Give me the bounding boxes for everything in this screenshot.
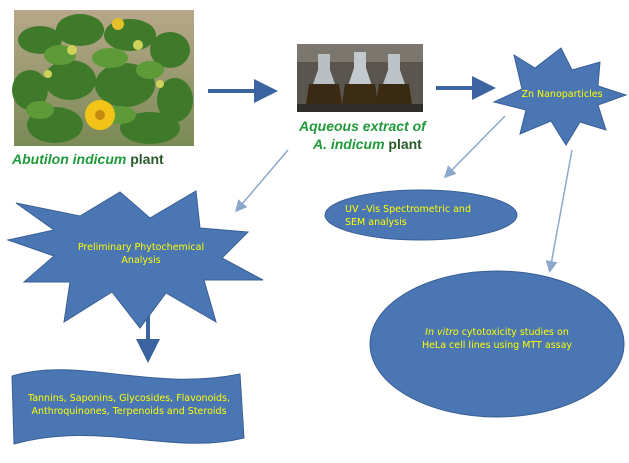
- arrow-extract-to-phyto: [235, 149, 289, 213]
- plant-photo: [12, 10, 194, 146]
- nanoparticles-label: Zn Nanoparticles: [508, 88, 616, 101]
- uvvis-line2: SEM analysis: [345, 217, 407, 228]
- nanoparticles-label-text: Zn Nanoparticles: [521, 89, 603, 100]
- plant-name-italic: Abutilon indicum: [12, 151, 127, 167]
- phyto-starburst: [6, 190, 264, 329]
- cytotox-line2: HeLa cell lines using MTT assay: [421, 340, 573, 351]
- flasks-photo: [297, 44, 423, 112]
- phyto-line1: Preliminary Phytochemical: [77, 242, 205, 253]
- extract-caption: Aqueous extract of A. indicum plant: [299, 117, 426, 153]
- compounds-line1: Tannins, Saponins, Glycosides, Flavonoid…: [27, 393, 231, 404]
- arrow-nano-to-uvvis: [443, 115, 506, 179]
- uvvis-label: UV –Vis Spectrometric and SEM analysis: [335, 203, 517, 229]
- extract-line2-italic: A. indicum: [312, 136, 385, 152]
- plant-caption: Abutilon indicum plant: [12, 150, 164, 168]
- extract-line2-rest: plant: [384, 136, 422, 152]
- nanoparticles-star: [492, 47, 628, 146]
- cytotox-line1-rest: cytotoxicity studies on: [458, 327, 569, 338]
- cytotox-label: In vitro cytotoxicity studies on HeLa ce…: [380, 326, 614, 352]
- phyto-label: Preliminary Phytochemical Analysis: [46, 241, 236, 267]
- compounds-label: Tannins, Saponins, Glycosides, Flavonoid…: [14, 392, 244, 418]
- cytotox-line1-italic: In vitro: [425, 327, 459, 338]
- phyto-line2: Analysis: [121, 255, 161, 266]
- cytotox-ellipse: [369, 270, 625, 418]
- compounds-line2: Anthroquinones, Terpenoids and Steroids: [31, 406, 227, 417]
- arrow-nano-to-cytotox: [545, 149, 573, 273]
- plant-name-rest: plant: [126, 151, 164, 167]
- extract-line1: Aqueous extract of: [299, 118, 426, 134]
- uvvis-line1: UV –Vis Spectrometric and: [345, 204, 471, 215]
- compounds-wave: [11, 369, 245, 445]
- uvvis-ellipse: [324, 189, 518, 241]
